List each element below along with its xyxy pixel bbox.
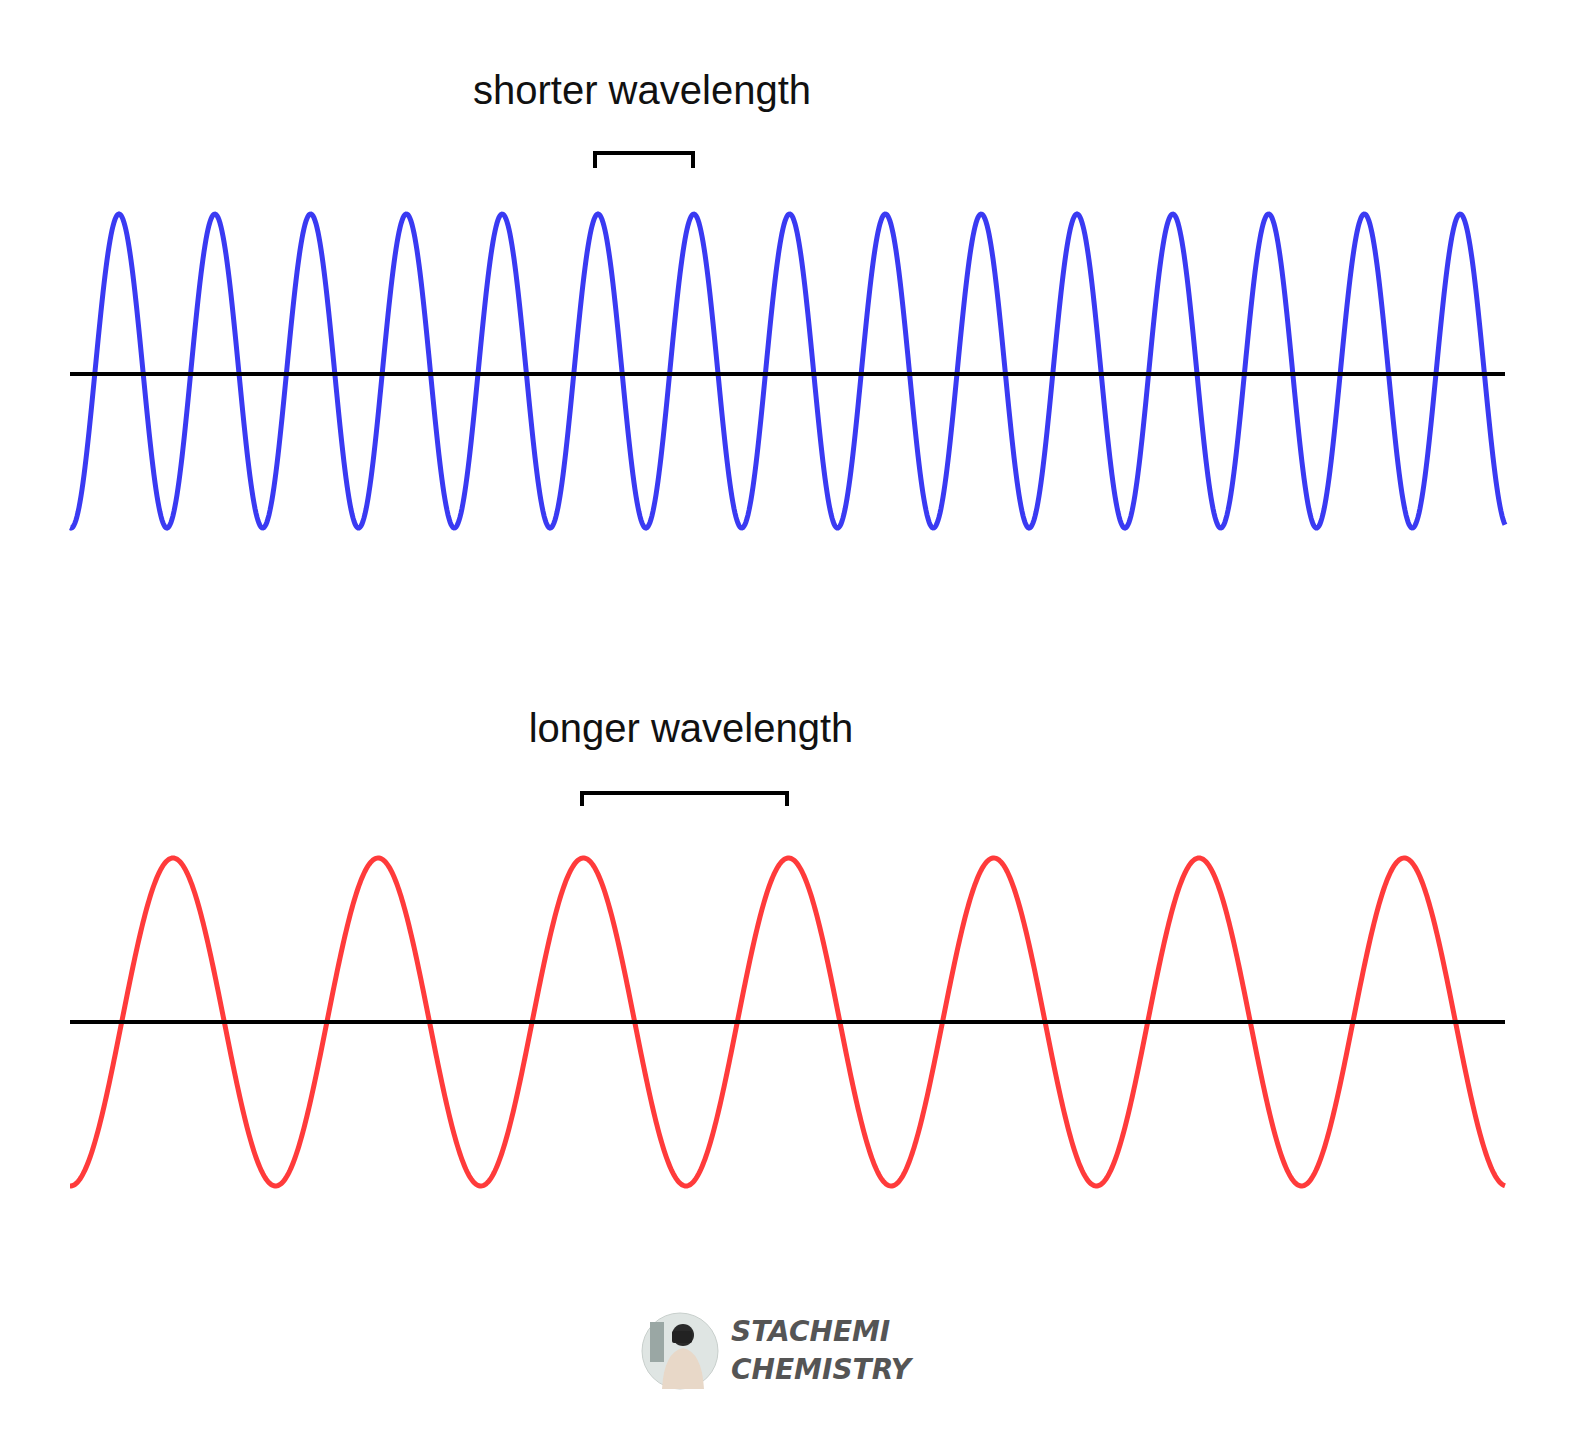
axis-line (70, 372, 1505, 376)
wavelength-bracket (582, 793, 787, 806)
wavelength-label: shorter wavelength (473, 68, 811, 112)
waves (70, 214, 1505, 1186)
axis-line (70, 1020, 1505, 1024)
watermark: STACHEMI CHEMISTRY (731, 1313, 911, 1389)
wavelength-label: longer wavelength (529, 706, 854, 750)
wavelength-bracket (595, 153, 693, 168)
avatar-icon (642, 1313, 718, 1389)
sine-wave (70, 858, 1505, 1186)
sine-wave (70, 214, 1505, 528)
